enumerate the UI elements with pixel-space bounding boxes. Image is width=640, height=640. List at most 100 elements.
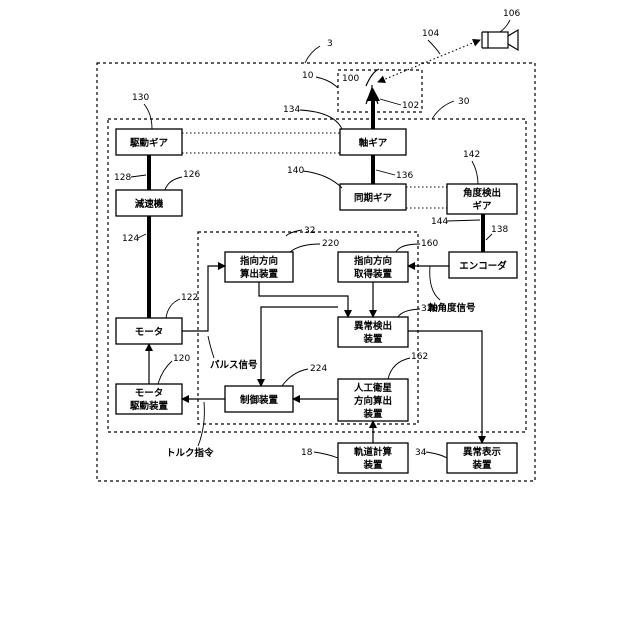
- ref-120: 120: [173, 354, 190, 364]
- motor-drive-label-1: モータ: [135, 387, 164, 399]
- leader-224: [282, 369, 308, 386]
- ref-144: 144: [431, 217, 448, 227]
- ref-130: 130: [132, 93, 149, 103]
- ref-160: 160: [421, 239, 438, 249]
- ref-122: 122: [181, 293, 198, 303]
- flow-anomaly-to-display: [408, 331, 482, 443]
- axis-gear-label: 軸ギア: [359, 137, 388, 149]
- radio-link-line: [378, 40, 480, 82]
- leader-34: [426, 452, 447, 458]
- leader-102: [380, 99, 401, 105]
- ref-3: 3: [327, 39, 333, 49]
- ref-100: 100: [342, 74, 359, 84]
- angle-detect-gear-block: 角度検出 ギア: [447, 184, 517, 214]
- satellite-calc-label-1: 人工衛星: [354, 382, 393, 394]
- leader-220: [290, 244, 320, 252]
- leader-104: [428, 40, 440, 54]
- anomaly-display-block: 異常表示 装置: [447, 443, 517, 473]
- leader-140: [303, 171, 342, 188]
- leader-162: [388, 358, 410, 379]
- leader-128: [131, 175, 146, 177]
- drive-gear-block: 駆動ギア: [116, 129, 182, 155]
- ref-18: 18: [301, 448, 313, 458]
- controller-block: 制御装置: [225, 386, 293, 412]
- ref-224: 224: [310, 364, 327, 374]
- angle-gear-label-2: ギア: [472, 200, 492, 212]
- leader-32: [286, 230, 302, 236]
- pointing-acq-label-2: 取得装置: [354, 268, 393, 280]
- leader-144: [447, 220, 480, 221]
- ref-128: 128: [114, 173, 131, 183]
- encoder-label: エンコーダ: [459, 260, 507, 272]
- motor-block: モータ: [116, 318, 182, 344]
- anomaly-detect-label-2: 装置: [362, 333, 383, 345]
- flow-anomaly-to-controller: [261, 307, 338, 386]
- ref-136: 136: [396, 171, 413, 181]
- ref-124: 124: [122, 234, 139, 244]
- orbit-calc-label-2: 装置: [362, 459, 383, 471]
- anomaly-display-label-2: 装置: [471, 459, 492, 471]
- ref-34: 34: [415, 448, 427, 458]
- leader-122: [166, 299, 180, 318]
- leader-142: [472, 161, 478, 184]
- pointing-acq-label-1: 指向方向: [354, 255, 392, 267]
- flow-calc-to-anomaly: [259, 282, 348, 317]
- leader-3: [305, 46, 320, 63]
- ref-10: 10: [302, 71, 314, 81]
- angle-gear-label-1: 角度検出: [463, 187, 501, 199]
- sync-gear-label: 同期ギア: [354, 192, 393, 204]
- ref-104: 104: [422, 29, 439, 39]
- pointing-calc-label-2: 算出装置: [240, 268, 279, 280]
- leader-160: [396, 244, 420, 252]
- leader-axis-angle: [430, 266, 440, 300]
- antenna-shaft-arrowhead: [366, 88, 380, 101]
- motor-drive-block: モータ 駆動装置: [116, 384, 182, 414]
- leader-126: [165, 177, 182, 190]
- leader-18: [314, 452, 338, 458]
- leader-136: [376, 170, 395, 175]
- pulse-signal-label: パルス信号: [210, 359, 258, 371]
- controller-label: 制御装置: [240, 394, 279, 406]
- leader-320: [398, 309, 420, 317]
- ref-140: 140: [287, 166, 304, 176]
- ref-106: 106: [503, 9, 520, 19]
- sync-gear-block: 同期ギア: [340, 184, 406, 210]
- leader-124: [138, 234, 146, 238]
- drive-gear-label: 駆動ギア: [129, 137, 169, 149]
- satellite-calc-label-2: 方向算出: [354, 395, 392, 407]
- leader-106: [500, 20, 510, 32]
- ref-30: 30: [458, 97, 470, 107]
- leader-130: [144, 104, 152, 129]
- motor-label: モータ: [135, 326, 164, 338]
- encoder-block: エンコーダ: [449, 252, 517, 278]
- anomaly-detect-block: 異常検出 装置: [338, 317, 408, 347]
- leader-138: [486, 234, 492, 240]
- pointing-acq-block: 指向方向 取得装置: [338, 252, 408, 282]
- ref-162: 162: [411, 352, 428, 362]
- torque-command-label: トルク指令: [166, 447, 214, 459]
- reducer-block: 減速機: [116, 190, 182, 216]
- ref-142: 142: [463, 150, 480, 160]
- ref-102: 102: [402, 101, 419, 111]
- orbit-calc-block: 軌道計算 装置: [338, 443, 408, 473]
- pointing-calc-label-1: 指向方向: [240, 255, 278, 267]
- leader-120: [158, 361, 172, 384]
- orbit-calc-label-1: 軌道計算: [354, 446, 393, 458]
- motor-drive-label-2: 駆動装置: [129, 400, 169, 412]
- leader-10: [316, 77, 338, 88]
- anomaly-display-label-1: 異常表示: [463, 446, 502, 458]
- leader-30: [432, 101, 454, 119]
- ref-32: 32: [304, 226, 315, 236]
- axis-angle-signal-label: 軸角度信号: [428, 302, 476, 314]
- satellite-calc-label-3: 装置: [362, 408, 383, 420]
- pointing-calc-block: 指向方向 算出装置: [225, 252, 293, 282]
- ref-134: 134: [283, 105, 300, 115]
- satellite-calc-block: 人工衛星 方向算出 装置: [338, 379, 408, 421]
- leader-pulse: [208, 336, 214, 358]
- ref-220: 220: [322, 239, 339, 249]
- anomaly-detect-label-1: 異常検出: [354, 320, 392, 332]
- satellite-camera-icon: [482, 30, 518, 50]
- axis-gear-block: 軸ギア: [340, 129, 406, 155]
- ref-138: 138: [491, 225, 508, 235]
